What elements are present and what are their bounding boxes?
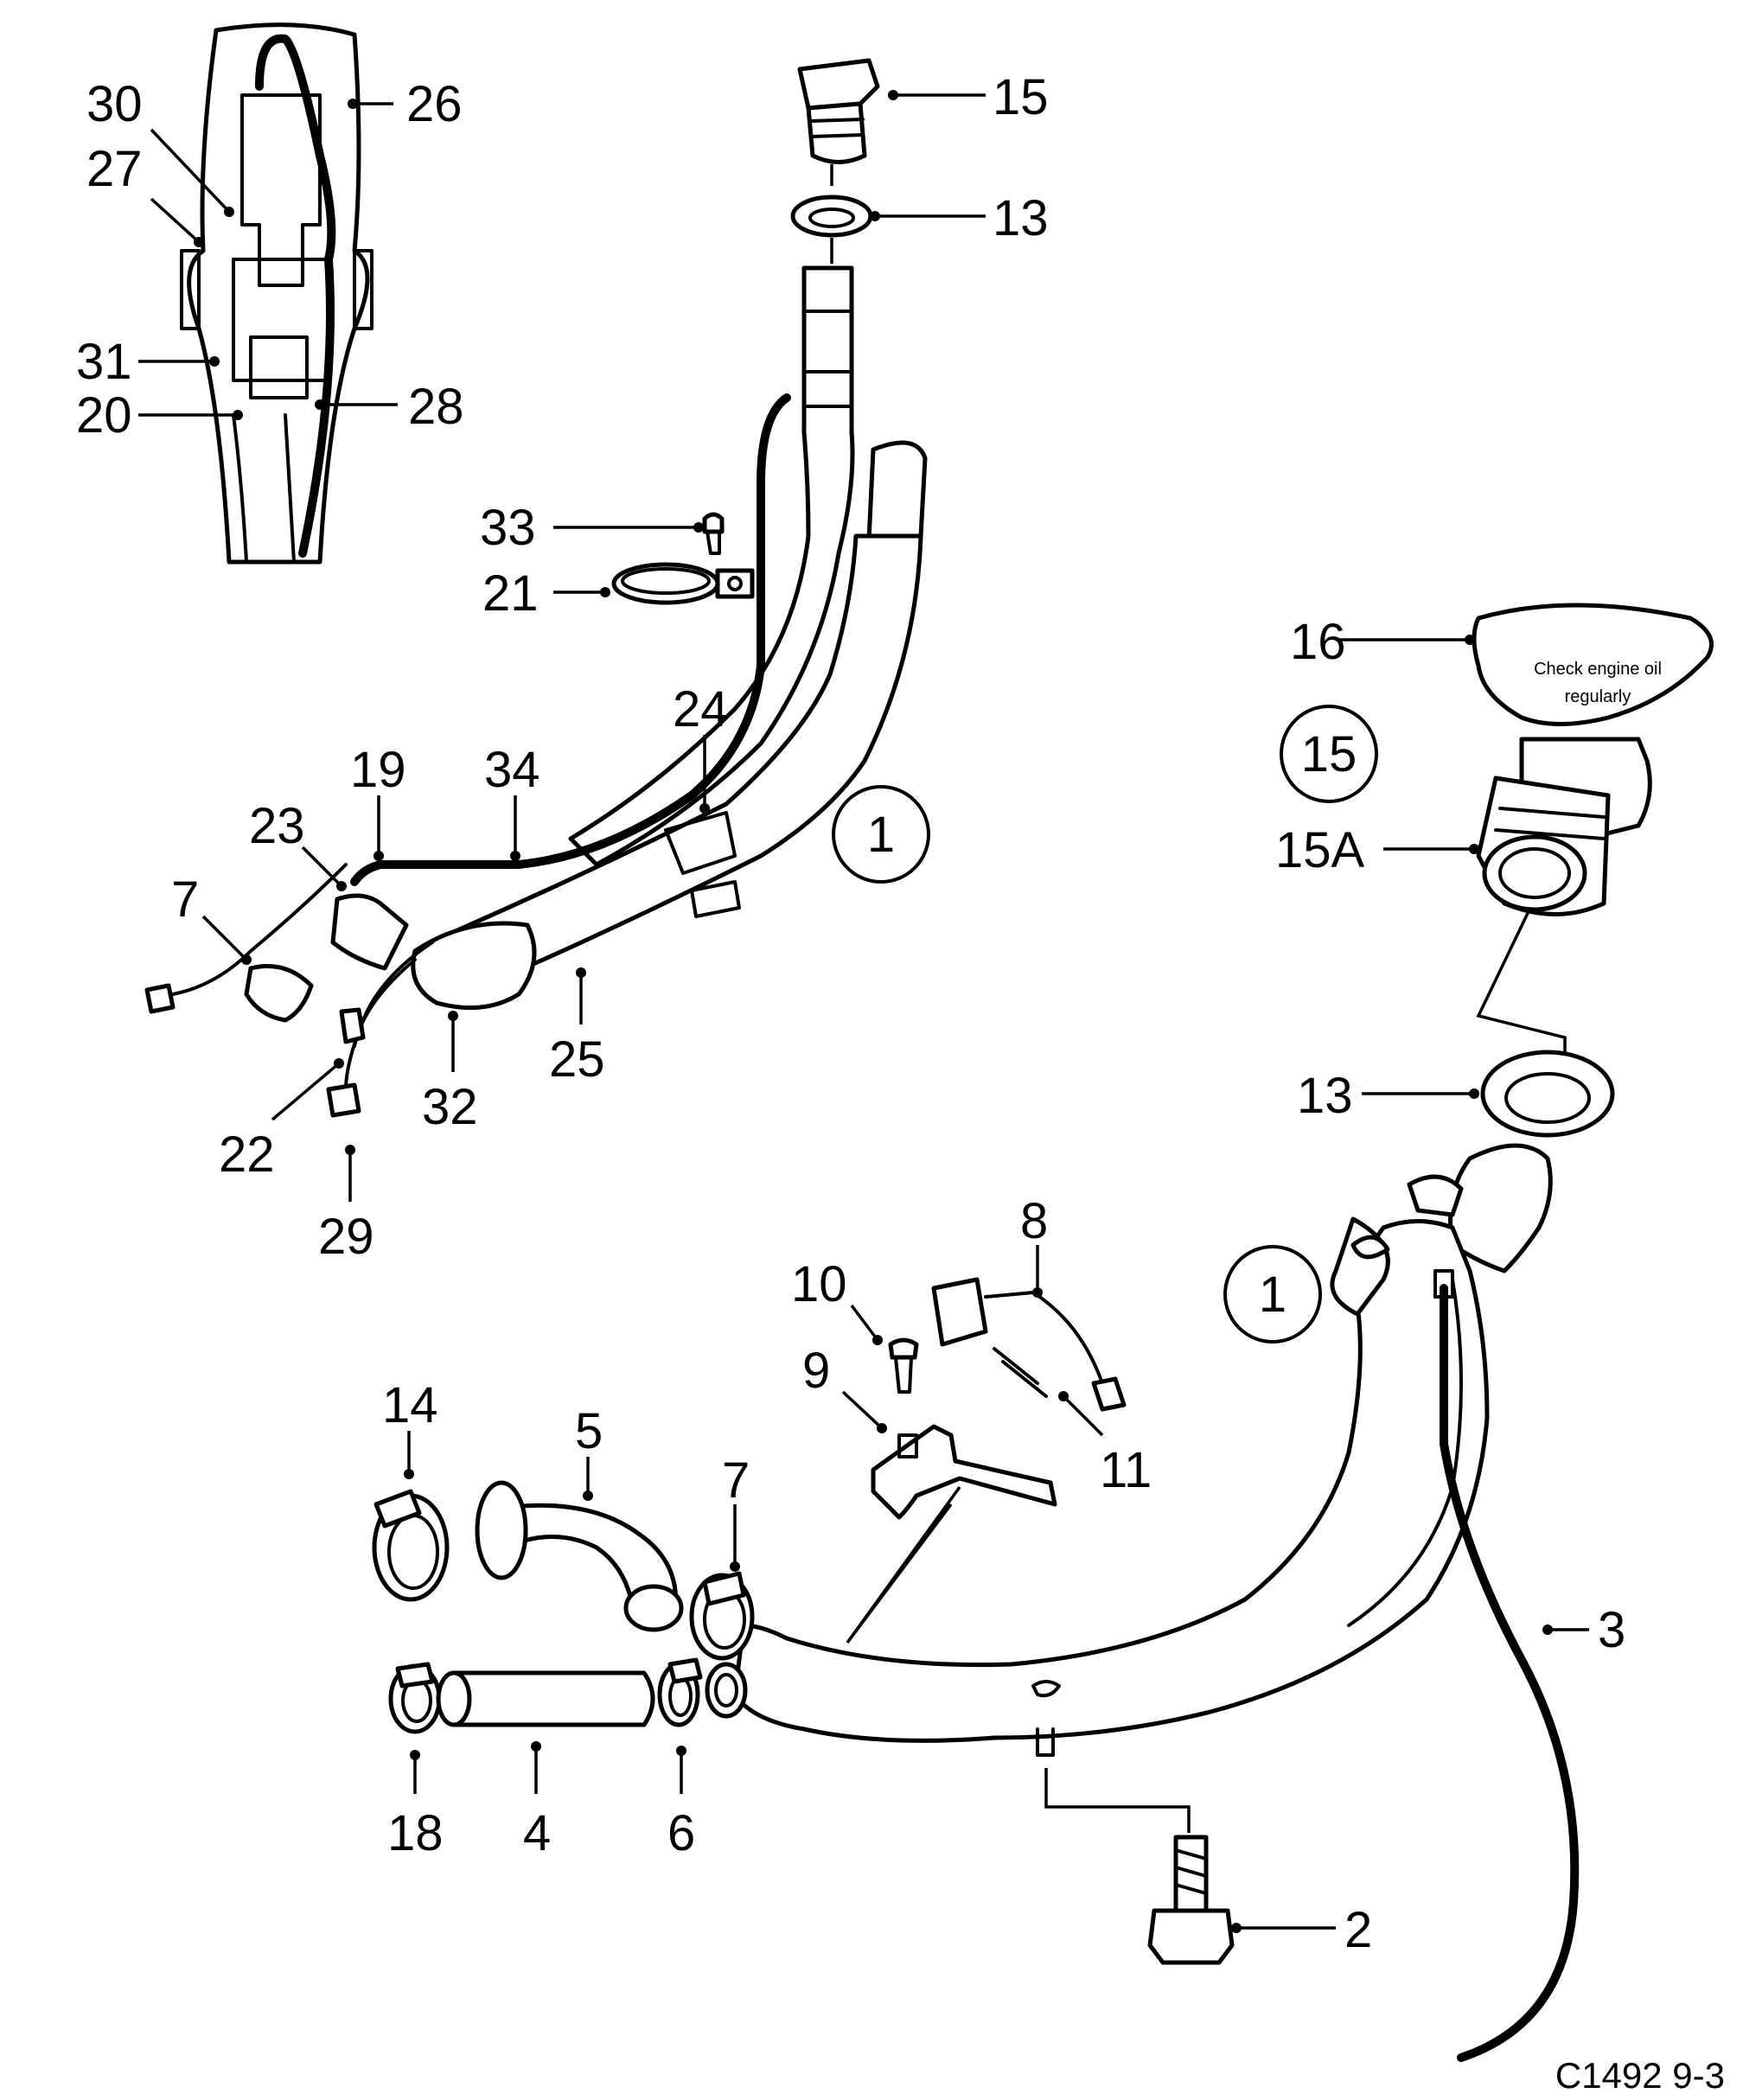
callout-6: 6 [667,1805,695,1861]
filler-cap-15A [1476,737,1652,916]
callout-22: 22 [219,1127,275,1183]
callout-26: 26 [406,76,463,132]
upper-filler-pipe-assembly [330,265,928,1011]
hose-clamp-7-lower [689,1571,755,1661]
callout-33: 33 [480,500,536,556]
vent-hose-3 [1433,1269,1580,2062]
wires-22-29 [326,941,434,1118]
clamp-6 [657,1657,703,1727]
circled-ref-15: 15 [1280,705,1378,803]
callout-25: 25 [549,1031,605,1088]
callout-7-lower: 7 [722,1452,750,1509]
leader-lines [138,90,1589,1933]
callout-13-right: 13 [1297,1068,1353,1124]
clamp-18 [388,1662,442,1734]
callout-23: 23 [249,798,305,854]
bracket-9 [871,1424,1057,1520]
label-16-line2: regularly [1565,687,1631,706]
callout-32: 32 [422,1079,478,1135]
circled-ref-1-top: 1 [832,785,930,884]
callout-2: 2 [1344,1902,1372,1958]
circled-ref-15-text: 15 [1301,726,1357,782]
callout-20: 20 [76,387,132,444]
callout-8: 8 [1020,1193,1048,1249]
bolt-2 [1044,1768,1235,1965]
callout-4: 4 [523,1805,551,1861]
seal-ring-13-right [1480,1050,1615,1138]
figure-code: C1492 9-3 [1555,2055,1725,2096]
screw-33 [702,512,725,555]
callout-16: 16 [1290,614,1346,670]
oil-reminder-label-16: Check engine oil regularly [1472,603,1714,726]
hose-clamp-14 [372,1489,450,1602]
callout-21: 21 [482,565,539,622]
circled-ref-1-bottom-text: 1 [1259,1267,1286,1323]
callout-18: 18 [387,1805,444,1861]
callout-19: 19 [350,742,406,798]
clamp-21 [611,562,755,605]
wire-harness-7-upper [144,863,348,1023]
callout-31: 31 [76,334,132,390]
callout-11: 11 [1100,1442,1152,1498]
filler-cap-15 [797,58,880,164]
circled-ref-1-bottom: 1 [1223,1245,1322,1344]
callout-29: 29 [318,1209,374,1265]
callout-5: 5 [575,1403,603,1459]
callout-14: 14 [382,1377,438,1433]
callout-24: 24 [673,681,729,737]
callout-28: 28 [408,379,464,435]
callout-27: 27 [86,141,143,197]
callout-15A: 15A [1275,822,1365,878]
main-filler-pipe-1 [705,1143,1553,1757]
callout-3: 3 [1598,1602,1625,1658]
circled-ref-1-top-text: 1 [867,807,895,863]
callout-15-top: 15 [993,69,1049,125]
label-16-line1: Check engine oil [1534,660,1662,679]
callout-7-upper: 7 [171,871,199,928]
callout-30: 30 [86,76,143,132]
seal-ring-13-top [790,195,873,238]
bent-hose-5 [475,1480,684,1632]
callout-numbers: 26 30 27 31 20 28 15 13 33 21 16 15A 13 … [76,69,1625,1958]
callout-9: 9 [802,1343,830,1399]
filler-neck-section-inset [180,22,374,565]
bolt-10 [888,1337,919,1394]
callout-10: 10 [791,1256,847,1312]
callout-13-top: 13 [993,190,1049,246]
sensor-8 [931,1277,1127,1412]
straight-hose-4 [436,1670,655,1727]
callout-34: 34 [484,742,540,798]
